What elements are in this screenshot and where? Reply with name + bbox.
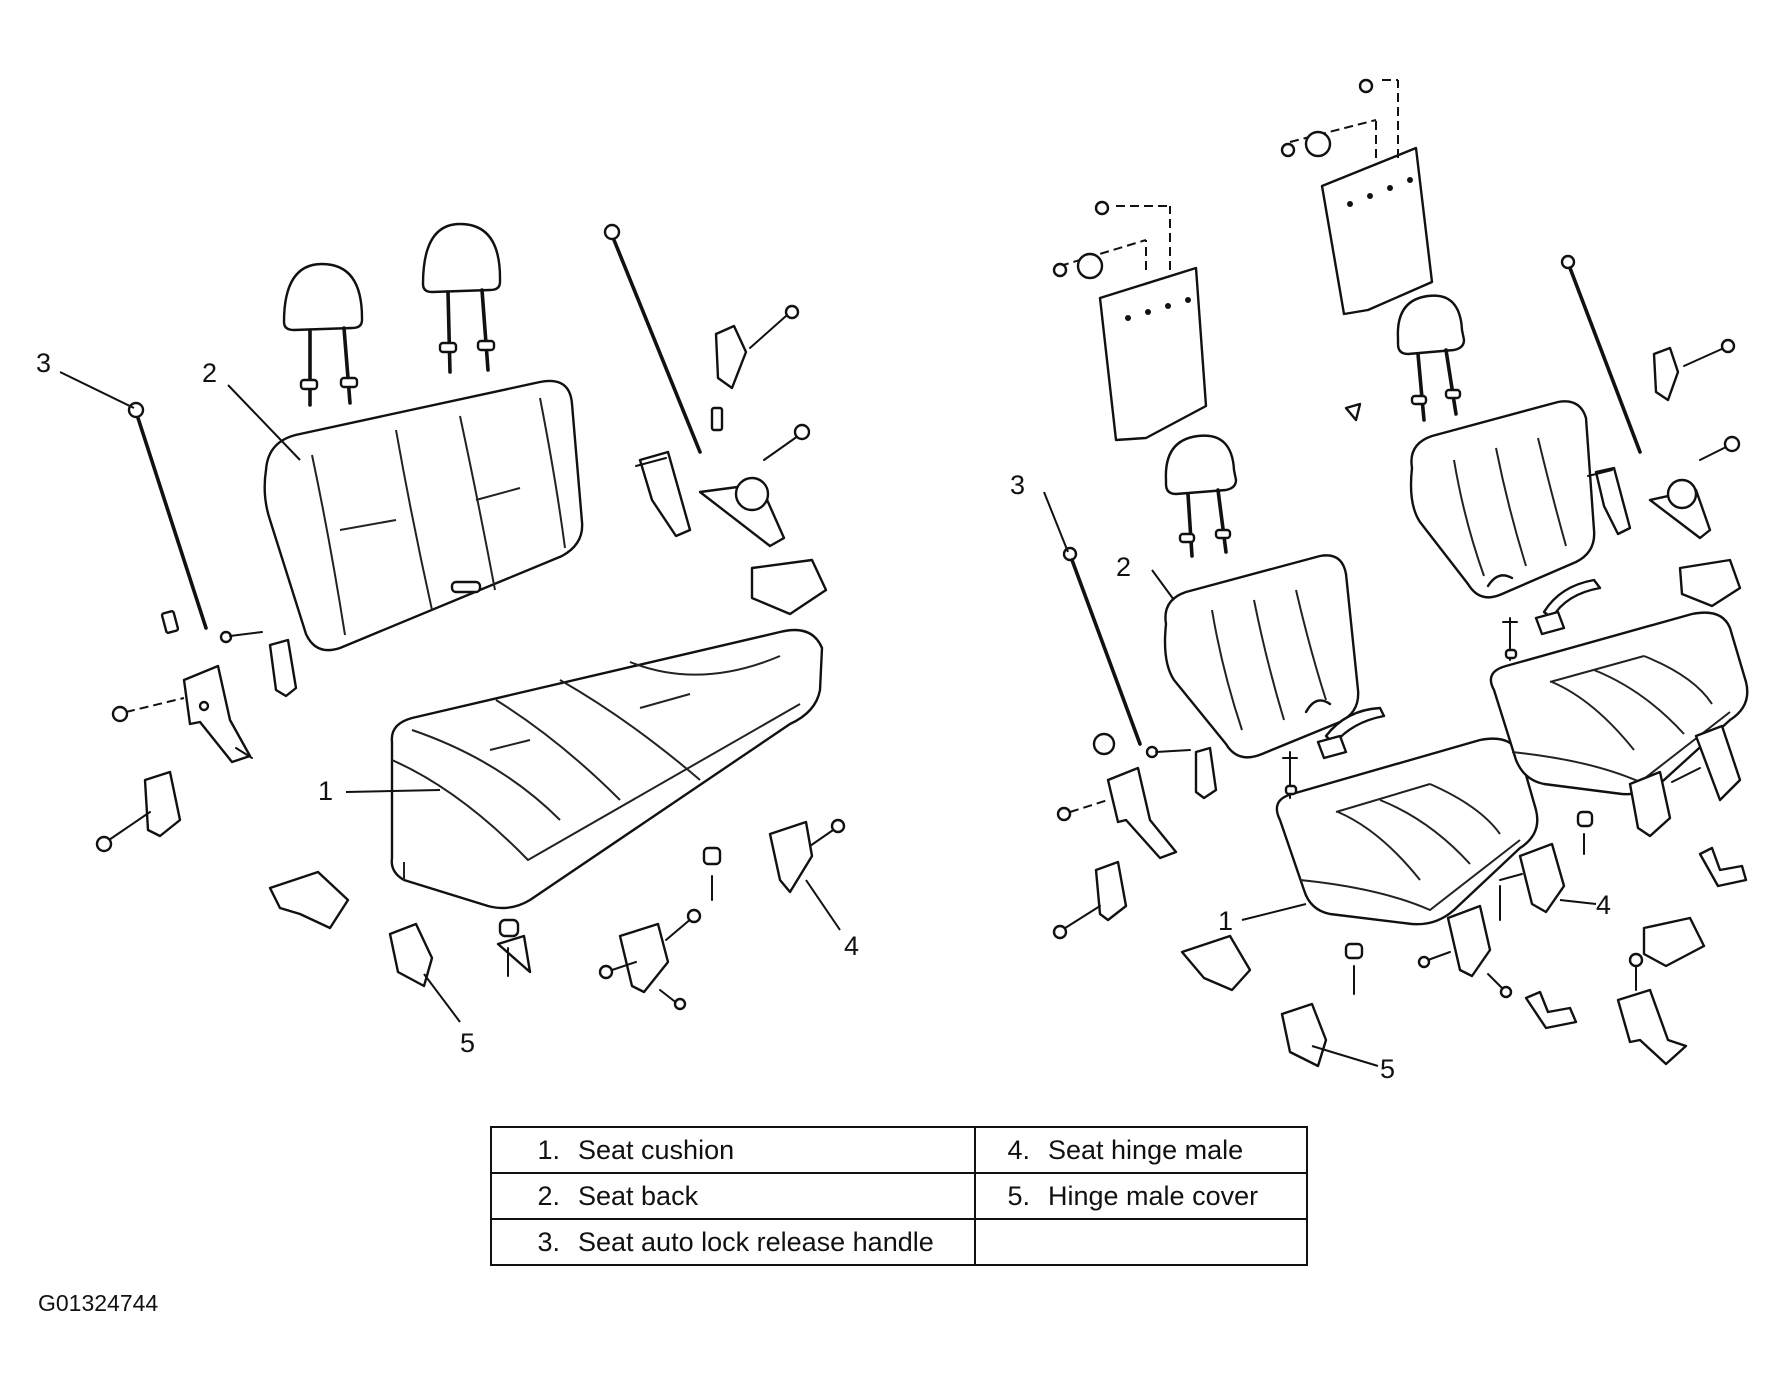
front-seat-back-left — [1163, 554, 1360, 759]
rear-callout-3: 3 — [36, 348, 51, 378]
legend-number: 1. — [537, 1134, 560, 1165]
legend-row: 2. Seat back 5. Hinge male cover — [490, 1172, 1308, 1220]
rear-headrest-left — [282, 262, 364, 407]
parts-legend-table: 1. Seat cushion 4. Seat hinge male 2. Seat … — [490, 1126, 1308, 1266]
legend-number: 2. — [537, 1180, 560, 1211]
legend-cell-empty — [974, 1218, 1308, 1266]
front-seat-back-right — [1409, 400, 1596, 599]
legend-text: Seat back — [578, 1180, 699, 1211]
legend-text: Seat cushion — [578, 1134, 735, 1165]
rear-callout-5: 5 — [460, 1028, 475, 1058]
legend-cell: 1. Seat cushion — [490, 1126, 976, 1174]
legend-text: Hinge male cover — [1048, 1180, 1259, 1211]
front-seats-assembly: 3 2 1 4 5 — [1010, 78, 1749, 1084]
front-hinge-parts-right — [1560, 254, 1748, 888]
front-seat-back-board-left — [1052, 200, 1208, 442]
front-headrest-left — [1164, 434, 1238, 558]
front-release-handle — [1052, 546, 1218, 940]
rear-cushion-hinge — [496, 818, 846, 1011]
legend-row: 1. Seat cushion 4. Seat hinge male — [490, 1126, 1308, 1174]
rear-headrest-right — [421, 222, 502, 374]
rear-callout-4: 4 — [844, 931, 859, 961]
figure-code: G01324744 — [38, 1290, 159, 1316]
front-seat-cushion-left — [1275, 737, 1539, 926]
front-callout-5: 5 — [1380, 1054, 1395, 1084]
rear-hinge-cover-left — [268, 870, 434, 988]
legend-cell: 2. Seat back — [490, 1172, 976, 1220]
legend-row: 3. Seat auto lock release handle — [490, 1218, 1308, 1266]
rear-hinge-bracket-right — [603, 223, 828, 616]
legend-text: Seat auto lock release handle — [578, 1226, 934, 1257]
rear-release-handle-left — [127, 401, 298, 698]
rear-bench-seat-assembly: 3 2 1 4 5 — [36, 222, 859, 1058]
legend-text: Seat hinge male — [1048, 1134, 1244, 1165]
front-seat-cushion-right — [1489, 611, 1749, 796]
front-callout-1: 1 — [1218, 906, 1233, 936]
rear-callout-2: 2 — [202, 358, 217, 388]
rear-seat-back — [263, 379, 584, 652]
front-cushion-hinges — [1180, 842, 1706, 1068]
front-callout-4: 4 — [1596, 890, 1611, 920]
legend-cell: 3. Seat auto lock release handle — [490, 1218, 976, 1266]
legend-number: 4. — [1007, 1134, 1030, 1165]
front-callout-3: 3 — [1010, 470, 1025, 500]
rear-seat-cushion — [390, 628, 824, 910]
front-seat-back-board-right — [1280, 78, 1434, 422]
rear-callout-1: 1 — [318, 776, 333, 806]
front-headrest-right — [1396, 294, 1466, 422]
legend-number: 5. — [1007, 1180, 1030, 1211]
front-buckle-left — [1282, 706, 1386, 799]
front-buckle-right — [1502, 578, 1602, 661]
legend-cell: 4. Seat hinge male — [974, 1126, 1308, 1174]
rear-hinge-bracket-left — [95, 664, 253, 853]
legend-number: 3. — [537, 1226, 560, 1257]
legend-cell: 5. Hinge male cover — [974, 1172, 1308, 1220]
front-callout-2: 2 — [1116, 552, 1131, 582]
